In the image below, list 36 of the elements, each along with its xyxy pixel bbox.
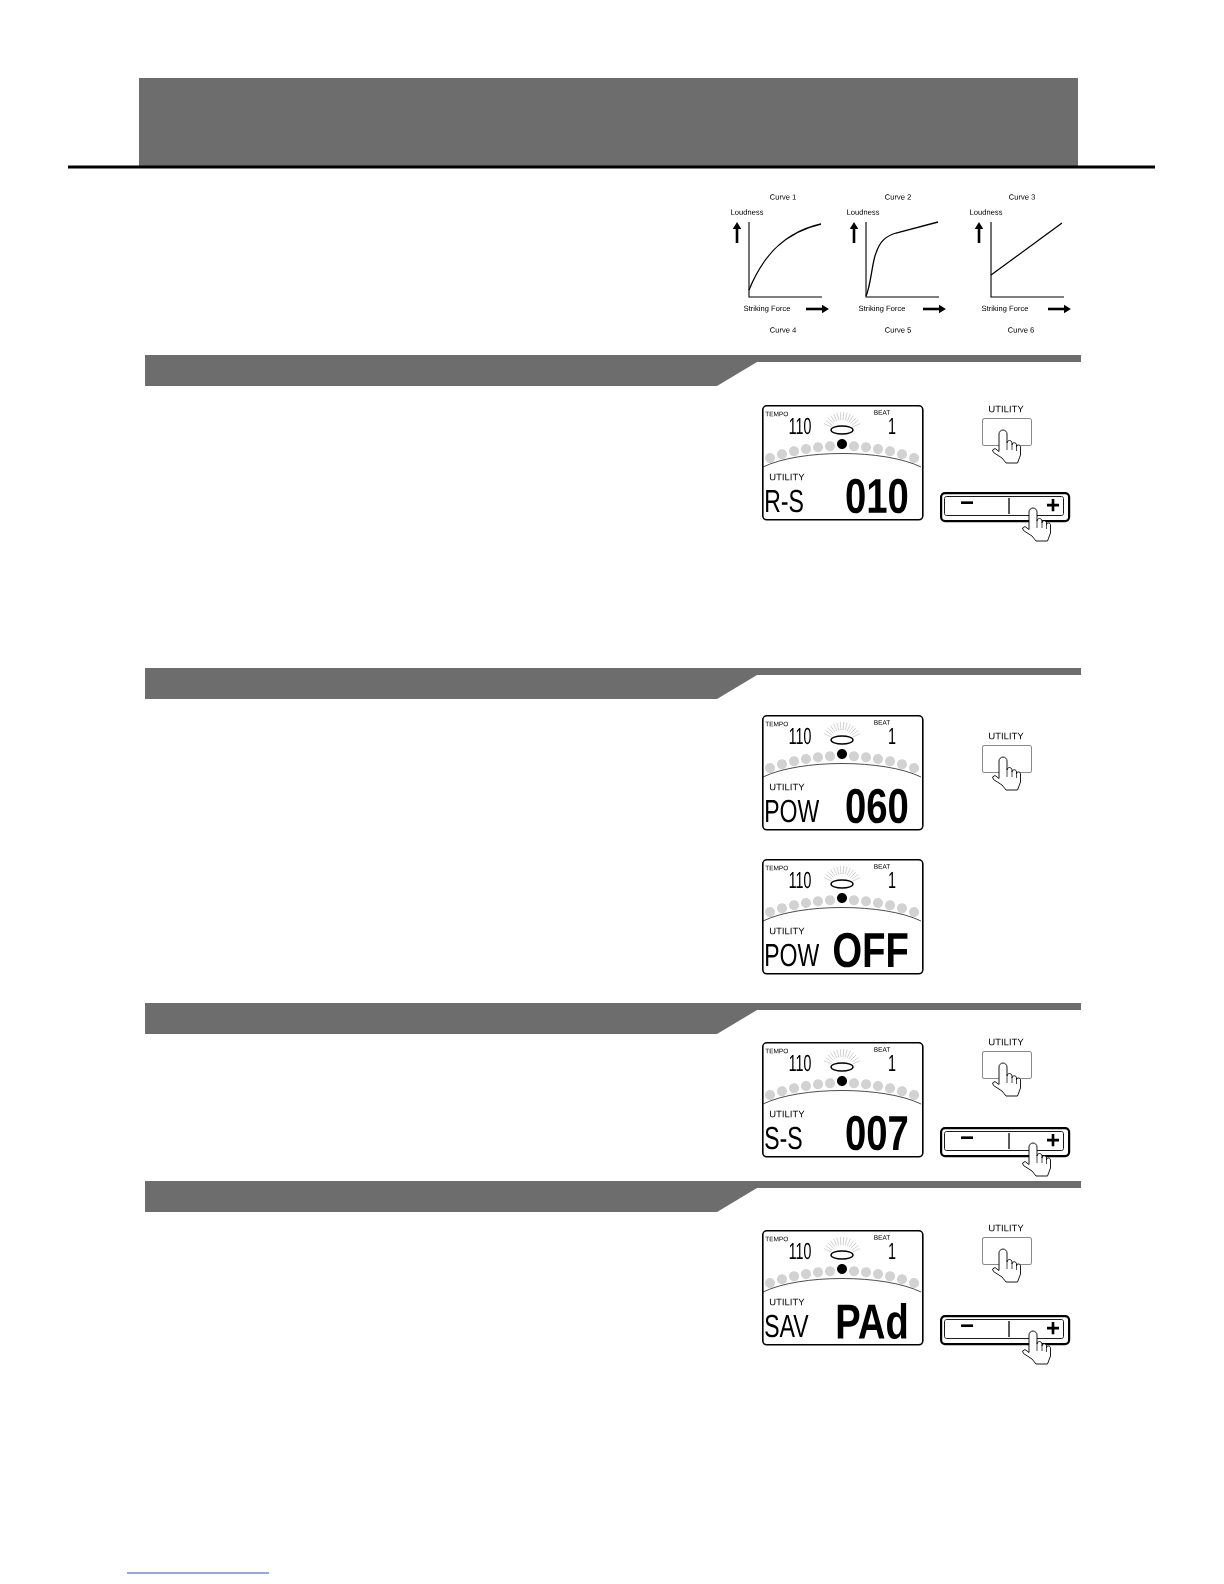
rocker-switch: − + bbox=[940, 1127, 1071, 1158]
segment-readout: 1 bbox=[889, 872, 896, 888]
segment-readout: OFF bbox=[833, 932, 908, 968]
display-label: UTILITY bbox=[769, 473, 805, 481]
segment-readout: 110 bbox=[789, 1242, 811, 1260]
section-bar bbox=[145, 1003, 1081, 1034]
segment-readout: 110 bbox=[789, 871, 811, 889]
rocker-switch: − + bbox=[940, 492, 1071, 523]
segment-readout: SAV bbox=[765, 1314, 809, 1338]
display-label: UTILITY bbox=[769, 1110, 805, 1118]
rocker-switch: − + bbox=[940, 1315, 1071, 1346]
key-label: UTILITY bbox=[989, 1038, 1024, 1046]
segment-readout: S-S bbox=[765, 1126, 802, 1150]
segment-readout: 010 bbox=[846, 478, 908, 514]
segment-readout: POW bbox=[766, 799, 820, 823]
segment-readout: PAd bbox=[837, 1303, 907, 1339]
display-label: UTILITY bbox=[769, 1298, 805, 1306]
segment-readout: 1 bbox=[889, 1243, 896, 1259]
section-bar bbox=[145, 668, 1081, 699]
key-label: UTILITY bbox=[989, 732, 1024, 740]
section-bar bbox=[145, 1181, 1081, 1212]
segment-readout: R-S bbox=[766, 489, 803, 513]
segment-readout: 060 bbox=[846, 788, 908, 824]
display-label: UTILITY bbox=[769, 783, 805, 791]
segment-readout: 110 bbox=[789, 1054, 811, 1072]
key-label: UTILITY bbox=[989, 405, 1024, 413]
key-label: UTILITY bbox=[989, 1224, 1024, 1232]
segment-readout: 110 bbox=[789, 727, 811, 745]
segment-readout: 110 bbox=[789, 417, 811, 435]
segment-readout: POW bbox=[766, 943, 820, 967]
segment-readout: 1 bbox=[889, 1055, 896, 1071]
section-bar bbox=[145, 355, 1081, 386]
display-label: UTILITY bbox=[769, 927, 805, 935]
segment-readout: 1 bbox=[889, 418, 896, 434]
segment-readout: 007 bbox=[846, 1115, 908, 1151]
segment-readout: 1 bbox=[889, 728, 896, 744]
